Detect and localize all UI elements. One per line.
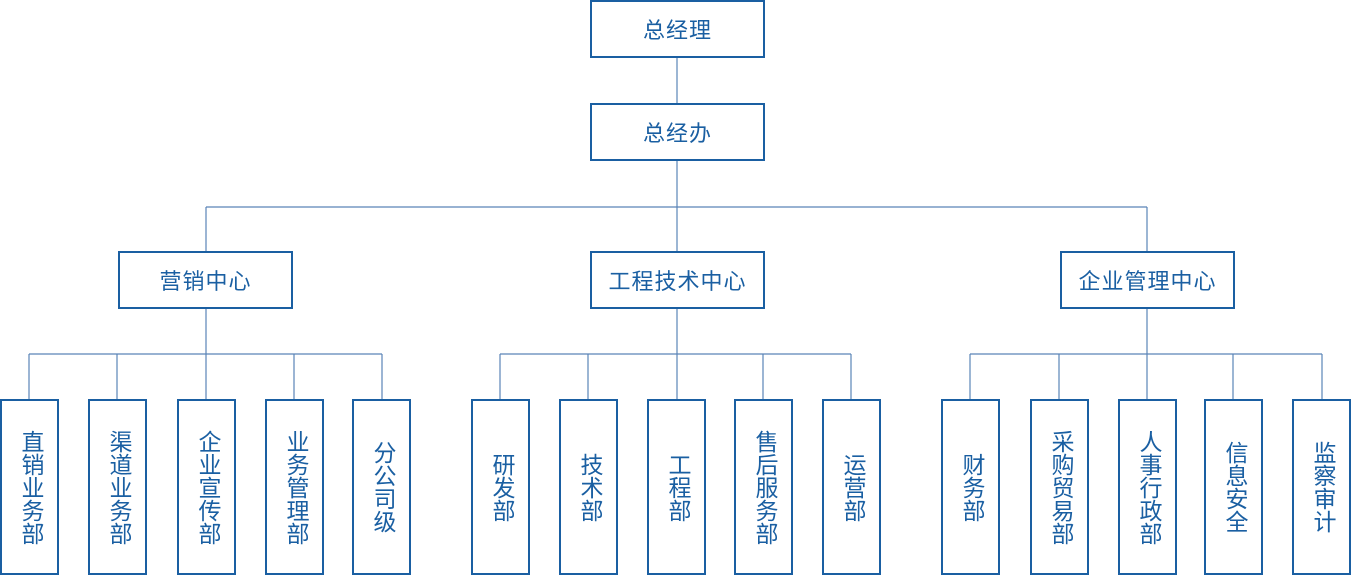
node-dept-label: 财务部 [958,452,984,522]
node-dept: 技术部 [559,399,618,575]
node-center-management: 企业管理中心 [1060,251,1235,309]
node-center-engineering: 工程技术中心 [590,251,765,309]
node-dept-label: 售后服务部 [751,429,777,545]
node-dept-label: 企业宣传部 [194,429,220,545]
node-dept: 分公司级 [352,399,411,575]
node-dept: 研发部 [471,399,530,575]
node-dept: 采购贸易部 [1030,399,1089,575]
node-dept-label: 渠道业务部 [105,429,131,545]
node-dept: 渠道业务部 [88,399,147,575]
node-dept-label: 工程部 [664,452,690,522]
node-dept-label: 信息安全 [1221,441,1247,533]
node-dept-label: 业务管理部 [282,429,308,545]
node-center-marketing: 营销中心 [118,251,293,309]
node-dept: 信息安全 [1204,399,1263,575]
node-dept-label: 研发部 [488,452,514,522]
node-dept-label: 人事行政部 [1135,429,1161,545]
node-dept-label: 运营部 [839,452,865,522]
node-dept-label: 分公司级 [369,441,395,533]
node-general-manager: 总经理 [590,0,765,58]
node-gm-office: 总经办 [590,103,765,161]
node-dept: 人事行政部 [1118,399,1177,575]
node-dept: 直销业务部 [0,399,59,575]
node-dept: 业务管理部 [265,399,324,575]
node-dept: 运营部 [822,399,881,575]
node-dept: 售后服务部 [734,399,793,575]
node-dept-label: 技术部 [576,452,602,522]
node-dept: 工程部 [647,399,706,575]
node-dept-label: 采购贸易部 [1047,429,1073,545]
node-dept: 监察审计 [1292,399,1351,575]
node-dept: 企业宣传部 [177,399,236,575]
node-dept-label: 监察审计 [1309,441,1335,533]
node-dept-label: 直销业务部 [17,429,43,545]
node-dept: 财务部 [941,399,1000,575]
